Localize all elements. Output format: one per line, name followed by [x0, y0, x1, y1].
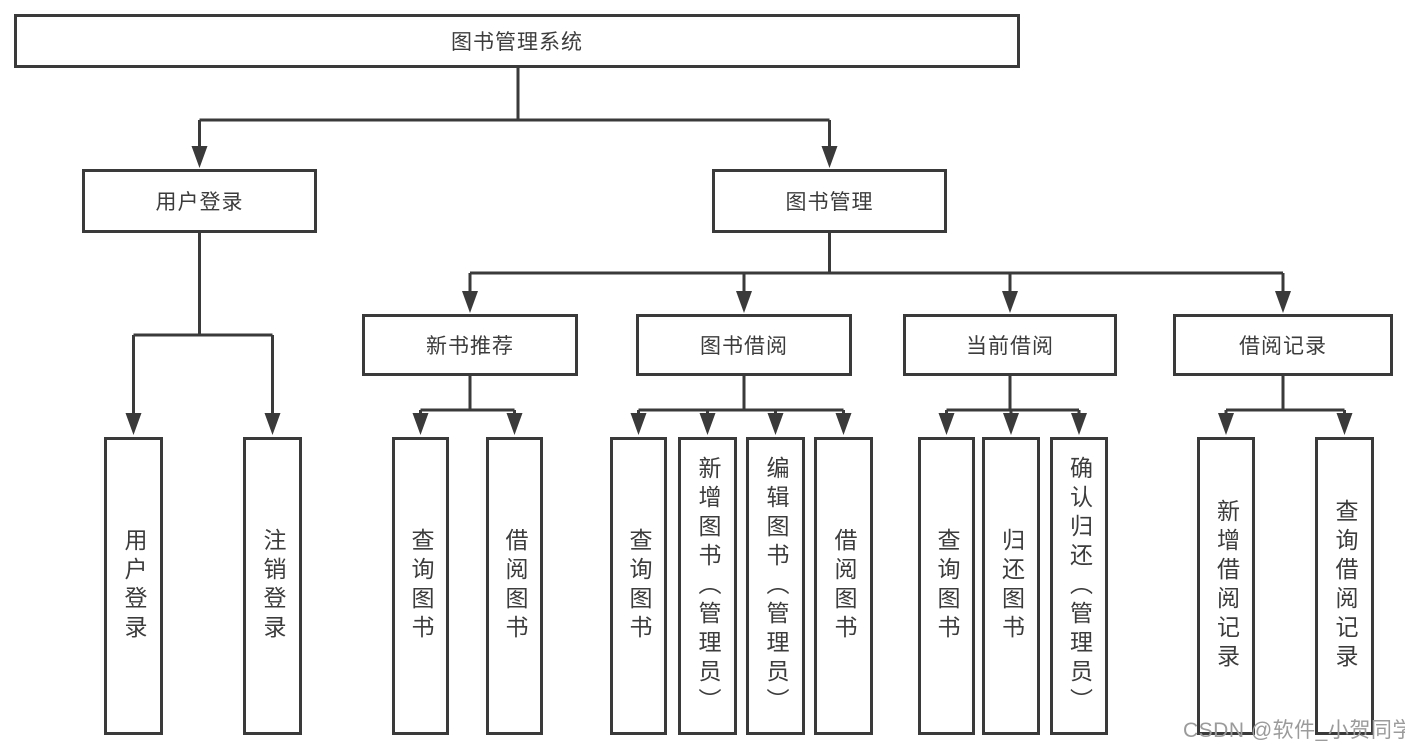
connector-records-children: [1218, 376, 1353, 435]
node-label: 借阅图书: [831, 528, 857, 644]
node-label: 归还图书: [998, 528, 1025, 644]
leaf-edit-books-admin: 编辑图书（管理员）: [746, 437, 805, 735]
leaf-confirm-return-admin: 确认归还（管理员）: [1050, 437, 1108, 735]
node-label: 查询借阅记录: [1332, 499, 1358, 673]
node-label: 用户登录: [121, 528, 147, 644]
connector-book-management-children: [462, 233, 1291, 313]
leaf-user-login: 用户登录: [104, 437, 163, 735]
csdn-watermark: CSDN @软件_小贺同学: [1183, 719, 1405, 742]
leaf-current-search-books: 查询图书: [918, 437, 975, 735]
connector-root-to-level2: [191, 68, 838, 168]
node-label: 新增借阅记录: [1213, 499, 1240, 673]
leaf-borrowing-borrow-books: 借阅图书: [814, 437, 873, 735]
node-label: 借阅记录: [1239, 335, 1327, 358]
node-library-management-system: 图书管理系统: [14, 14, 1020, 68]
leaf-logout: 注销登录: [243, 437, 302, 735]
node-label: 注销登录: [260, 528, 286, 644]
node-user-login: 用户登录: [82, 169, 317, 233]
node-current-borrowing: 当前借阅: [903, 314, 1117, 376]
leaf-recommend-borrow-books: 借阅图书: [486, 437, 543, 735]
node-label: 图书借阅: [700, 335, 788, 358]
leaf-search-borrowing-record: 查询借阅记录: [1315, 437, 1374, 735]
leaf-add-borrowing-record: 新增借阅记录: [1197, 437, 1255, 735]
node-label: 用户登录: [155, 191, 244, 214]
leaf-return-books: 归还图书: [982, 437, 1040, 735]
node-label: 新书推荐: [426, 335, 514, 358]
leaf-add-books-admin: 新增图书（管理员）: [678, 437, 737, 735]
node-label: 图书管理系统: [451, 31, 583, 54]
node-label: 确认归还（管理员）: [1066, 455, 1093, 717]
node-label: 查询图书: [626, 528, 652, 644]
node-label: 查询图书: [934, 528, 960, 644]
node-label: 编辑图书（管理员）: [763, 455, 789, 717]
leaf-borrowing-search-books: 查询图书: [610, 437, 667, 735]
connector-borrowing-children: [630, 376, 852, 435]
node-borrowing-records: 借阅记录: [1173, 314, 1393, 376]
node-book-management: 图书管理: [712, 169, 947, 233]
leaf-recommend-search-books: 查询图书: [392, 437, 449, 735]
node-label: 新增图书（管理员）: [695, 455, 721, 717]
node-label: 图书管理: [785, 191, 874, 214]
node-label: 借阅图书: [502, 528, 528, 644]
connector-recommendation-children: [412, 376, 523, 435]
node-label: 当前借阅: [966, 335, 1054, 358]
node-new-book-recommendation: 新书推荐: [362, 314, 578, 376]
connector-user-login-children: [125, 233, 281, 435]
connector-current-borrowing-children: [938, 376, 1087, 435]
node-book-borrowing: 图书借阅: [636, 314, 852, 376]
node-label: 查询图书: [408, 528, 434, 644]
